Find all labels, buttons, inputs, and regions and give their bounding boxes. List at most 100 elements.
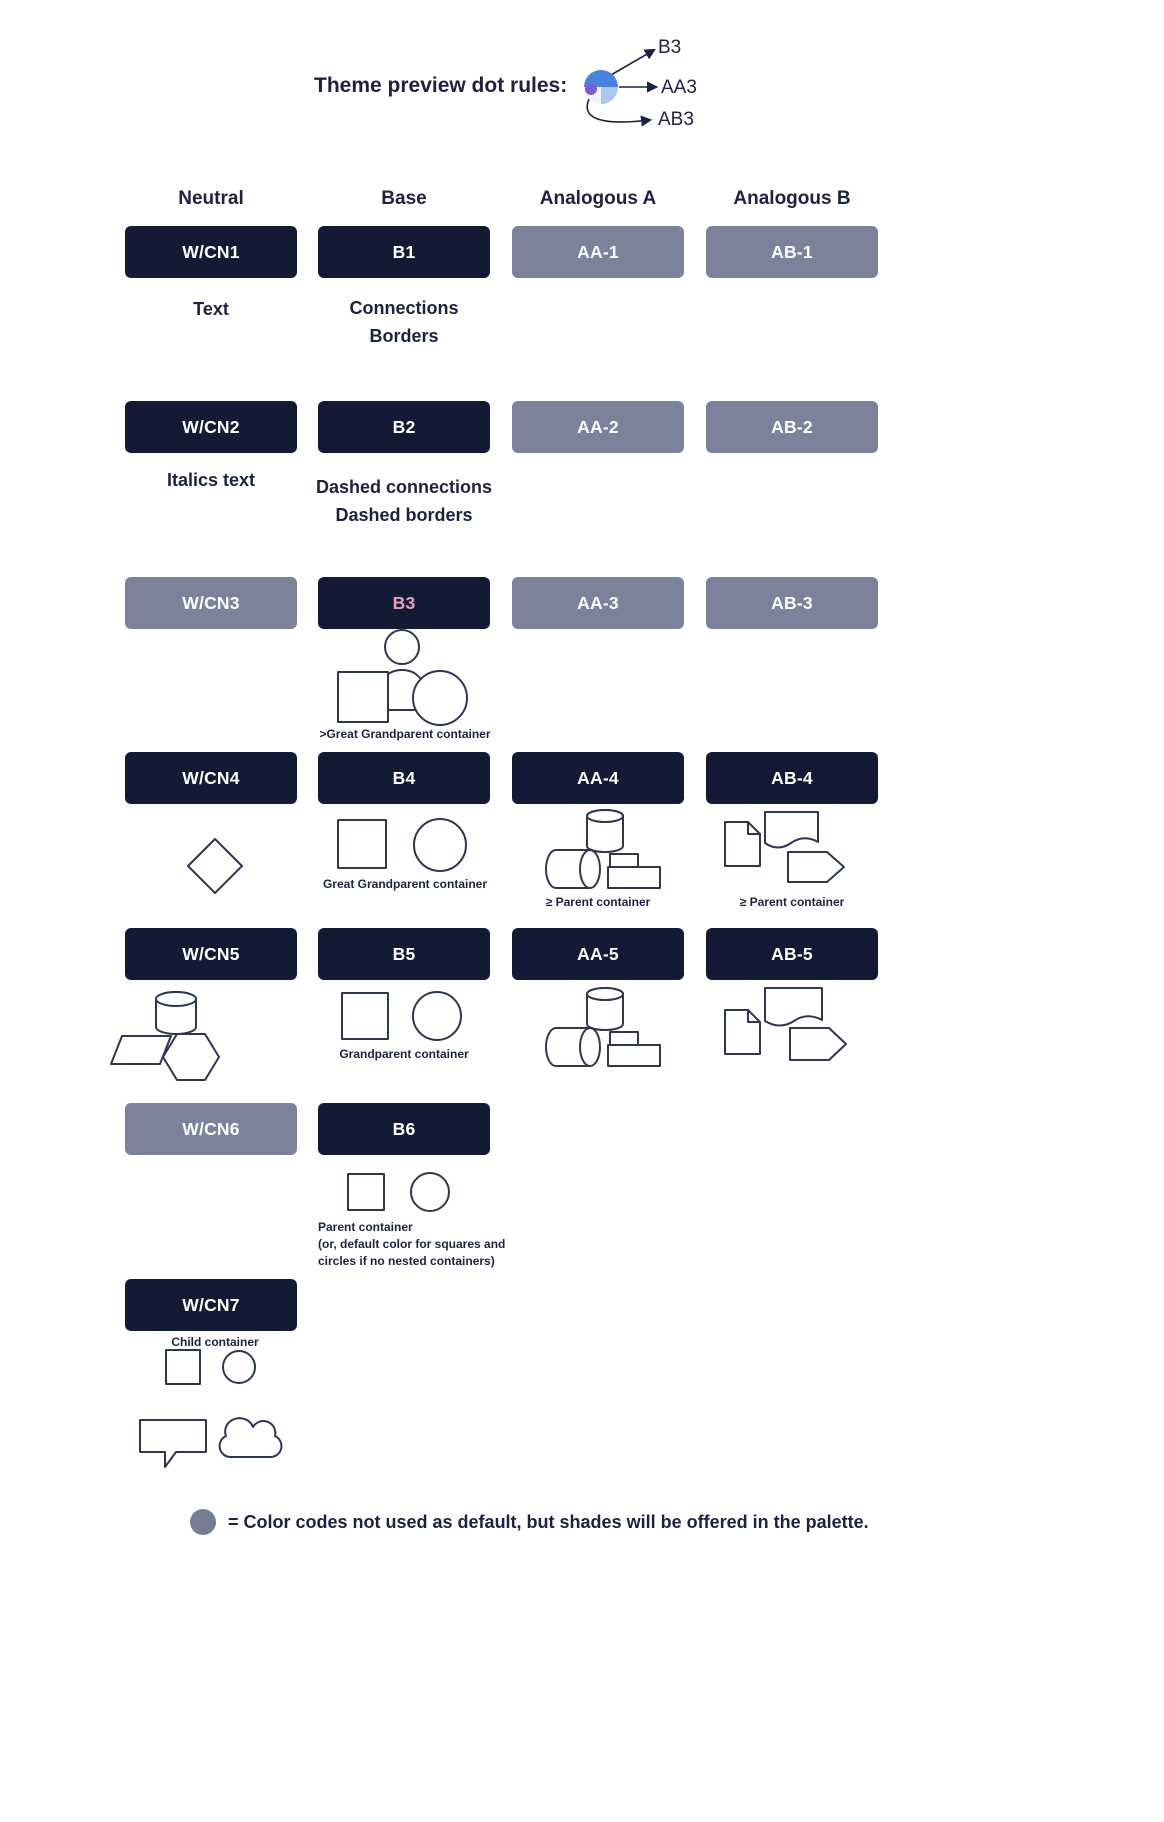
caption-b6: Parent container (or, default color for … (318, 1219, 523, 1270)
square-icon (337, 819, 387, 869)
dot-label-aa3: AA3 (661, 77, 697, 98)
cylinder-top-icon (155, 991, 197, 1007)
column-header-analogous-b: Analogous B (733, 188, 851, 209)
ab4-shapes-figure (724, 811, 845, 883)
dot-label-ab3: AB3 (658, 109, 694, 130)
circle-icon (412, 991, 462, 1041)
arrow-pentagon-icon (789, 1027, 847, 1061)
document-icon (724, 1009, 761, 1055)
caption-b1-line1: Connections (349, 298, 459, 318)
horizontal-cylinder-icon (545, 1027, 601, 1067)
column-header-neutral: Neutral (178, 188, 244, 209)
swatch-ab4[interactable]: AB-4 (706, 752, 878, 804)
circle-icon (413, 818, 467, 872)
swatch-wcn4[interactable]: W/CN4 (125, 752, 297, 804)
b5-shapes-figure (341, 991, 462, 1041)
circle-icon (412, 670, 468, 726)
swatch-ab5[interactable]: AB-5 (706, 928, 878, 980)
swatch-wcn2[interactable]: W/CN2 (125, 401, 297, 453)
swatch-ab2[interactable]: AB-2 (706, 401, 878, 453)
square-icon (341, 992, 389, 1040)
parallelogram-icon (110, 1035, 172, 1065)
cylinder-top-icon (586, 987, 624, 1001)
wcn4-shapes-figure (187, 838, 243, 894)
square-icon (337, 671, 389, 723)
swatch-wcn3[interactable]: W/CN3 (125, 577, 297, 629)
cylinder-top-icon (586, 809, 624, 823)
swatch-aa3[interactable]: AA-3 (512, 577, 684, 629)
document-fold-icon (747, 821, 761, 835)
horizontal-cylinder-seam-icon (579, 1027, 591, 1067)
circle-icon (222, 1350, 256, 1384)
square-icon (165, 1349, 201, 1385)
swatch-b6[interactable]: B6 (318, 1103, 490, 1155)
cloud-icon (218, 1417, 283, 1458)
legend-text: = Color codes not used as default, but s… (228, 1512, 869, 1532)
swatch-ab1[interactable]: AB-1 (706, 226, 878, 278)
b6-shapes-figure (347, 1172, 450, 1212)
arrow-to-ab3 (586, 96, 653, 127)
aa5-shapes-figure (545, 987, 661, 1067)
caption-b6-line1: Parent container (318, 1220, 413, 1234)
swatch-aa2[interactable]: AA-2 (512, 401, 684, 453)
swatch-b5[interactable]: B5 (318, 928, 490, 980)
caption-b1-line2: Borders (369, 326, 439, 346)
column-header-base: Base (381, 188, 427, 209)
swatch-wcn6[interactable]: W/CN6 (125, 1103, 297, 1155)
caption-b1: Connections Borders (318, 294, 490, 350)
document-fold-icon (747, 1009, 761, 1023)
wcn5-shapes-figure (110, 991, 220, 1081)
theme-preview-dot-figure (584, 48, 659, 127)
package-body-icon (607, 866, 661, 889)
document-icon (724, 821, 761, 867)
legend-dot (190, 1509, 216, 1535)
swatch-aa4[interactable]: AA-4 (512, 752, 684, 804)
caption-wcn2: Italics text (166, 470, 256, 490)
caption-b2-line2: Dashed borders (335, 505, 473, 525)
caption-aa4: ≥ Parent container (545, 895, 651, 909)
ab5-shapes-figure (724, 987, 847, 1061)
wcn7-bubble-cloud-figure (139, 1417, 283, 1468)
swatch-wcn1[interactable]: W/CN1 (125, 226, 297, 278)
swatch-b4[interactable]: B4 (318, 752, 490, 804)
swatch-wcn5[interactable]: W/CN5 (125, 928, 297, 980)
caption-b3: >Great Grandparent container (319, 727, 491, 741)
swatch-aa1[interactable]: AA-1 (512, 226, 684, 278)
diamond-icon (187, 838, 243, 894)
wcn7-square-circle-figure (165, 1349, 256, 1385)
circle-icon (410, 1172, 450, 1212)
column-header-analogous-a: Analogous A (539, 188, 657, 209)
hexagon-icon (162, 1033, 220, 1081)
caption-b2-line1: Dashed connections (315, 477, 493, 497)
speech-bubble-icon (139, 1419, 207, 1468)
theme-preview-dot (584, 70, 618, 104)
caption-b4: Great Grandparent container (322, 877, 488, 891)
wavy-document-icon (764, 987, 823, 1027)
dot-bottom-right (601, 87, 618, 104)
caption-b2: Dashed connections Dashed borders (299, 473, 509, 529)
b3-shapes-figure (337, 629, 468, 726)
caption-ab4: ≥ Parent container (739, 895, 845, 909)
horizontal-cylinder-icon (545, 849, 601, 889)
swatch-b1[interactable]: B1 (318, 226, 490, 278)
person-icon (384, 629, 420, 665)
wavy-document-icon (764, 811, 819, 849)
dot-accent (585, 83, 597, 95)
page-title: Theme preview dot rules: (314, 74, 568, 97)
arrow-to-b3 (610, 48, 656, 76)
square-icon (347, 1173, 385, 1211)
horizontal-cylinder-seam-icon (579, 849, 591, 889)
swatch-aa5[interactable]: AA-5 (512, 928, 684, 980)
arrow-pentagon-icon (787, 851, 845, 883)
dot-label-b3: B3 (658, 37, 682, 58)
swatch-b3[interactable]: B3 (318, 577, 490, 629)
b4-shapes-figure (337, 818, 467, 872)
caption-b5: Grandparent container (339, 1047, 469, 1061)
swatch-ab3[interactable]: AB-3 (706, 577, 878, 629)
caption-wcn1: Text (193, 299, 229, 319)
dot-top-half (584, 70, 618, 87)
swatch-b2[interactable]: B2 (318, 401, 490, 453)
swatch-wcn7[interactable]: W/CN7 (125, 1279, 297, 1331)
aa4-shapes-figure (545, 809, 661, 889)
